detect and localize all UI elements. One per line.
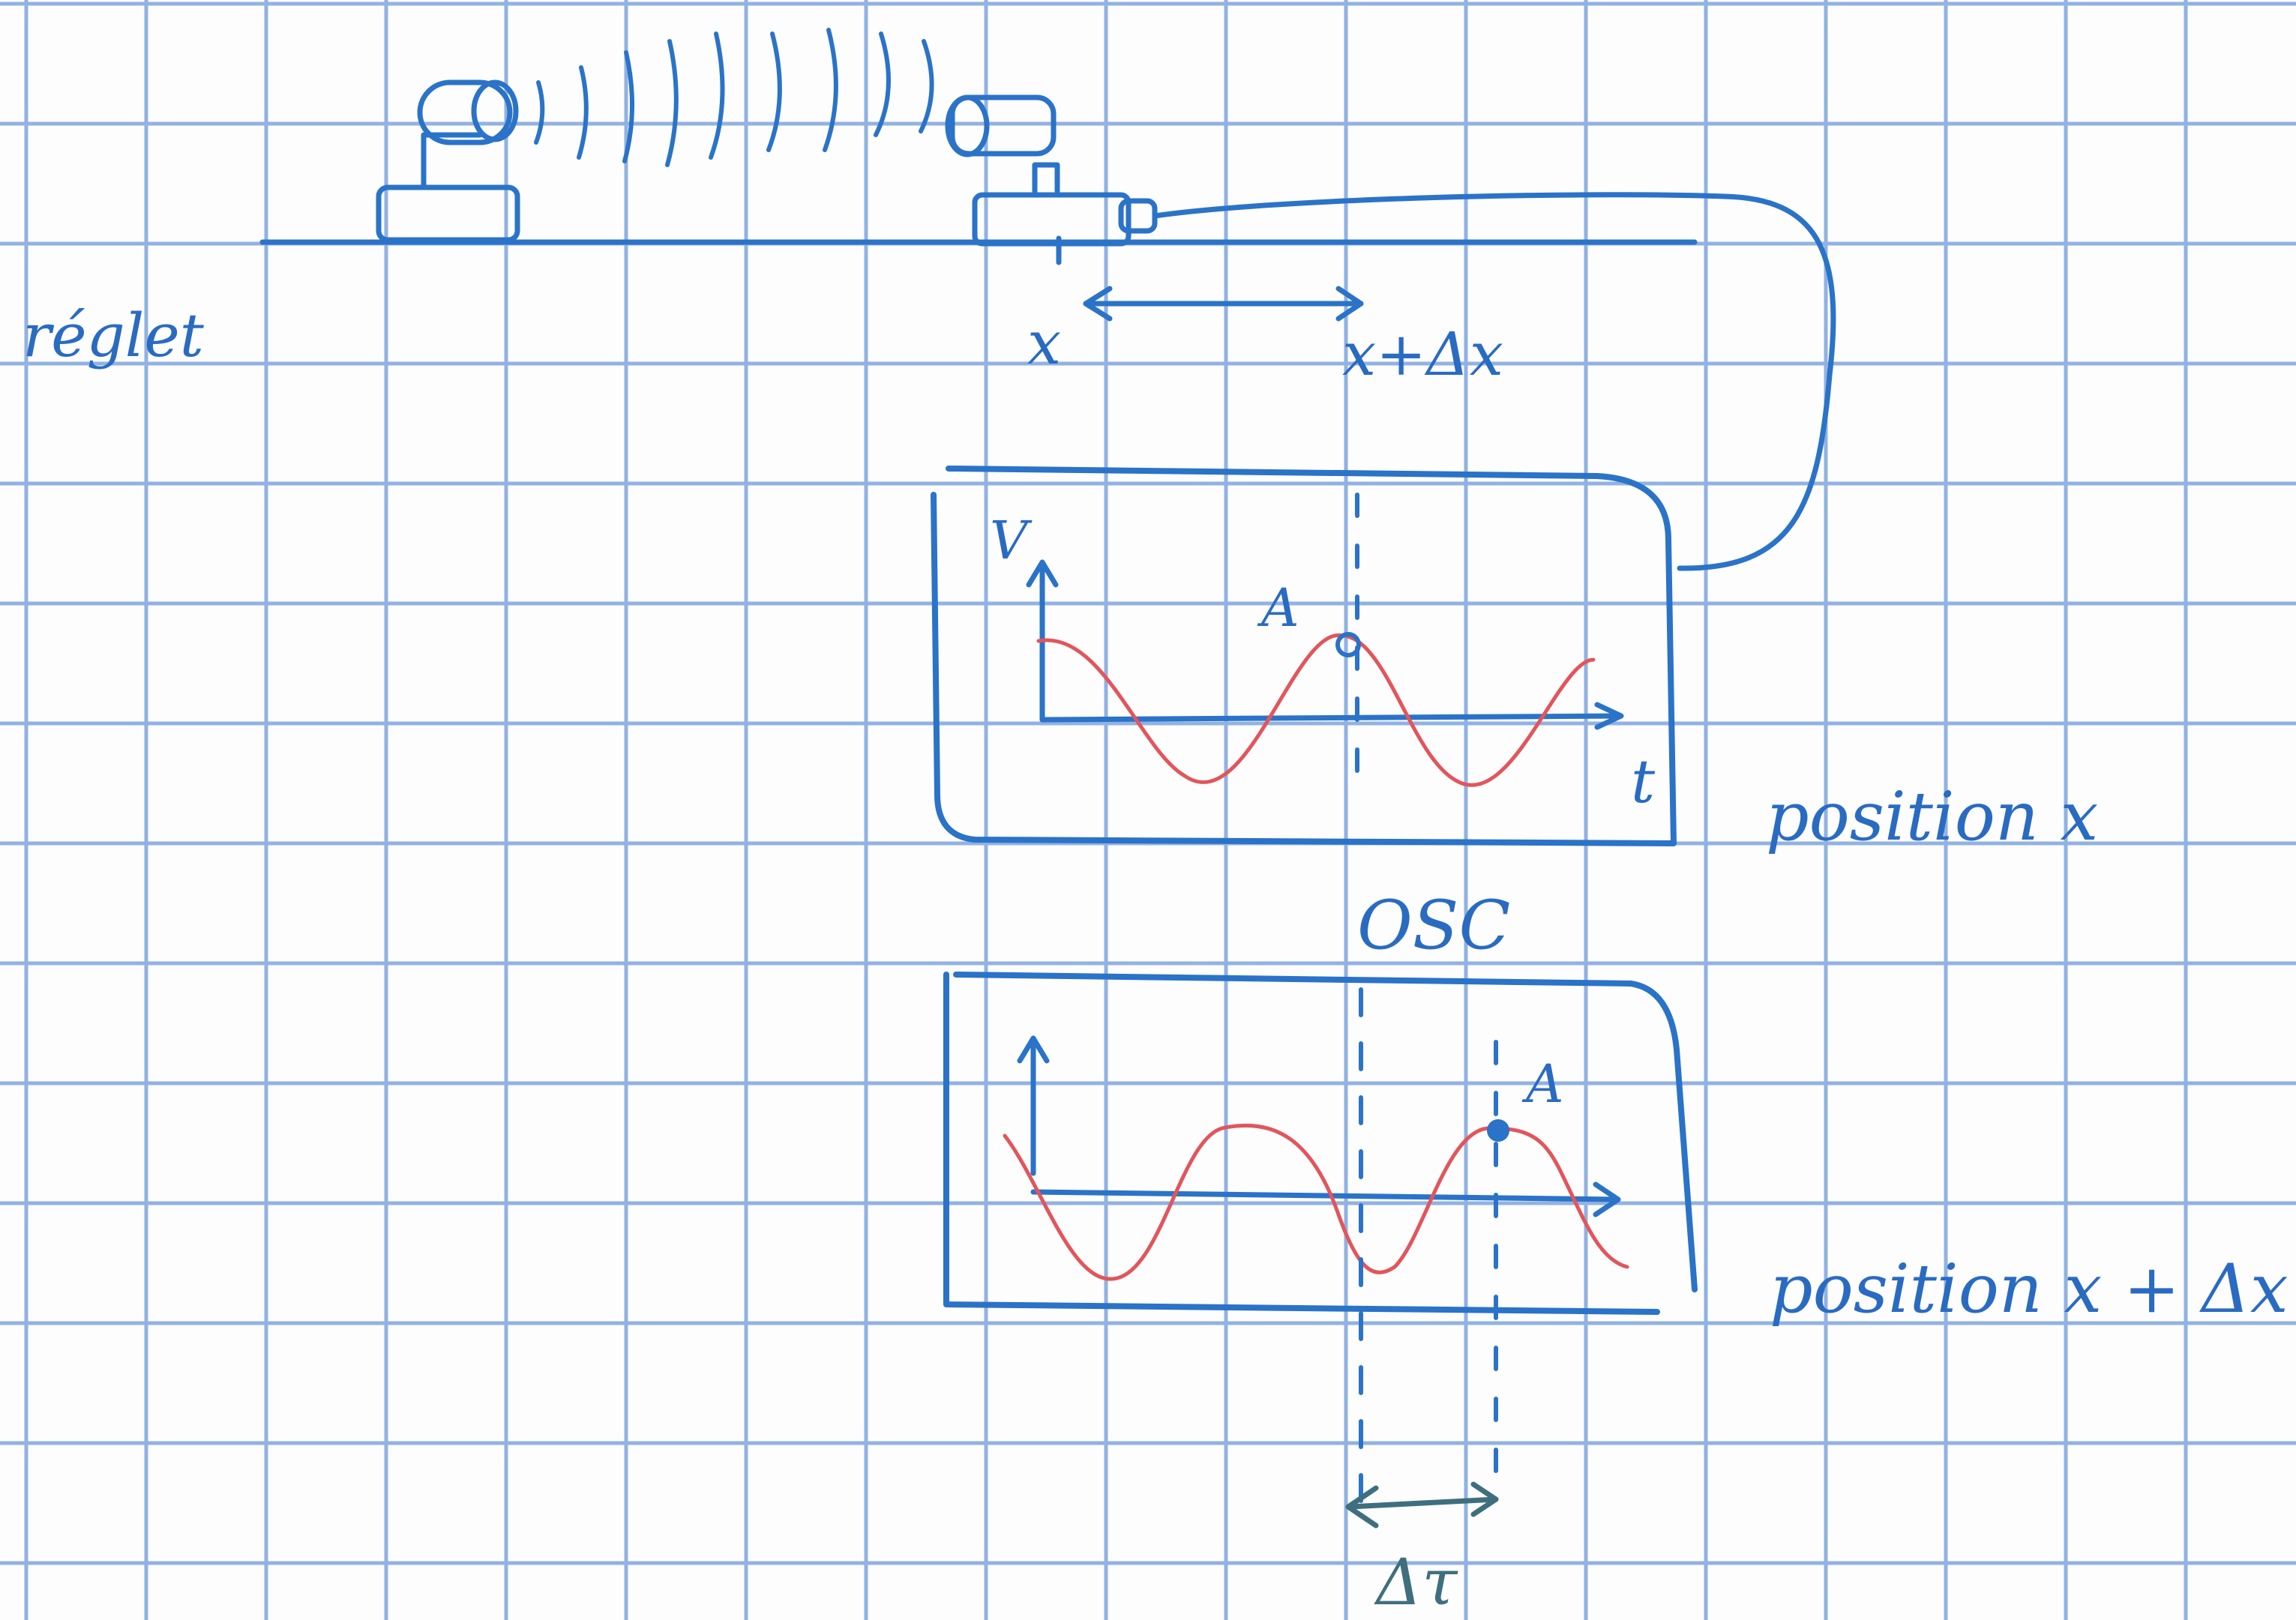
delta-tau-label: Δτ	[1374, 1546, 1458, 1620]
oscilloscope-screen-bottom: A	[943, 972, 1698, 1524]
displacement-arrow	[1083, 286, 1364, 322]
ultrasonic-receiver-icon	[945, 94, 1158, 265]
signal-wave-bottom	[1003, 1123, 1629, 1281]
sound-wave-icon	[534, 28, 934, 167]
position-bottom-label: position x + Δx	[1770, 1250, 2289, 1328]
position-top-label: position x	[1766, 777, 2098, 856]
ultrasonic-emitter-icon	[376, 79, 520, 243]
cable	[1152, 192, 1836, 571]
point-a-bottom-label: A	[1521, 1053, 1564, 1115]
point-a-bottom	[1487, 1119, 1509, 1142]
voltage-axis-label: V	[990, 510, 1033, 571]
point-a-top	[1335, 632, 1361, 657]
signal-wave-top	[1036, 633, 1596, 787]
point-a-top-label: A	[1257, 577, 1299, 639]
oscilloscope-screen-top: V t A	[931, 466, 1677, 846]
delta-tau-arrow	[1345, 1481, 1499, 1529]
ruler-label: réglet	[22, 301, 205, 370]
emitter-position-label: x	[1027, 308, 1061, 378]
receiver-position-label: x+Δx	[1342, 319, 1503, 389]
time-axis-label: t	[1631, 747, 1656, 816]
oscilloscope-label: OSC	[1357, 886, 1510, 965]
